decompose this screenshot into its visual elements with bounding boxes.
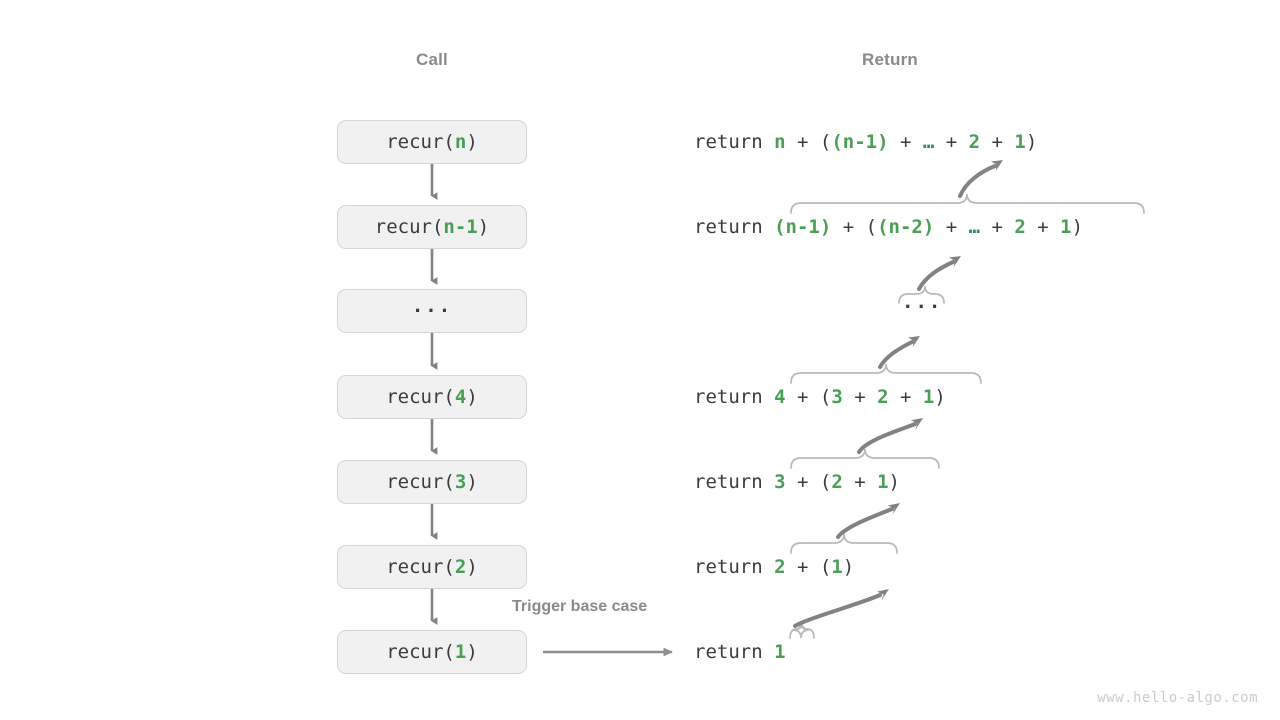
trigger-base-case-label: Trigger base case [512, 598, 648, 615]
return-token: (n-1) [831, 131, 889, 153]
call-prefix: recur( [386, 471, 455, 493]
call-box-recur-4: recur(4) [337, 375, 527, 419]
watermark: www.hello-algo.com [1097, 690, 1258, 706]
call-box-ellipsis: ··· [337, 289, 527, 333]
call-prefix: recur( [386, 556, 455, 578]
call-suffix: ) [477, 216, 490, 238]
call-suffix: ) [466, 471, 478, 493]
return-token: … [922, 131, 935, 153]
call-box-recur-n-1: recur(n-1) [337, 205, 527, 249]
call-suffix: ) [466, 556, 478, 578]
call-box-recur-3: recur(3) [337, 460, 527, 504]
return-token: 2 [774, 556, 786, 578]
return-token: … [968, 216, 981, 238]
return-token: 3 [831, 386, 843, 408]
return-token: + [831, 216, 866, 238]
return-token: 2 [831, 471, 843, 493]
call-argument: 2 [454, 556, 467, 578]
return-token: 3 [774, 471, 786, 493]
column-header-call: Call [416, 50, 448, 69]
return-token: + [980, 131, 1015, 153]
return-token: + [934, 131, 969, 153]
return-token: 1 [877, 471, 889, 493]
return-token: (n-1) [774, 216, 832, 238]
return-token: 2 [1014, 216, 1026, 238]
return-token: 1 [774, 641, 786, 663]
return-token: ) [842, 556, 855, 578]
call-argument: n-1 [443, 216, 478, 238]
return-token: + [980, 216, 1015, 238]
return-token: + [785, 471, 820, 493]
return-token: ( [865, 216, 878, 238]
return-token: ( [819, 556, 832, 578]
return-keyword: return [694, 131, 775, 153]
return-token: + [785, 556, 820, 578]
return-keyword: return [694, 471, 775, 493]
return-token: 1 [1014, 131, 1026, 153]
call-box-recur-2: recur(2) [337, 545, 527, 589]
call-prefix: recur( [386, 641, 455, 663]
call-box-ellipsis-text: ··· [411, 300, 453, 322]
return-token: ) [934, 386, 946, 408]
return-line-return-2: return 2 + (1) [694, 553, 854, 581]
return-line-return-3: return 3 + (2 + 1) [694, 468, 900, 496]
return-token: + [888, 131, 923, 153]
return-line-return-1: return 1 [694, 638, 786, 666]
return-token: + [842, 386, 878, 408]
call-suffix: ) [466, 386, 478, 408]
call-suffix: ) [466, 131, 478, 153]
return-token: + [1025, 216, 1061, 238]
return-token: ) [1025, 131, 1038, 153]
return-token: + [934, 216, 969, 238]
return-line-return-n: return n + ((n-1) + … + 2 + 1) [694, 128, 1037, 156]
return-token: ) [1071, 216, 1084, 238]
return-token: + [785, 386, 820, 408]
return-token: 2 [877, 386, 889, 408]
return-token: 1 [831, 556, 843, 578]
call-argument: 3 [454, 471, 467, 493]
return-token: + [888, 386, 923, 408]
return-token: ( [819, 386, 832, 408]
return-token: 4 [774, 386, 786, 408]
return-keyword: return [694, 216, 775, 238]
call-argument: 1 [454, 641, 467, 663]
call-prefix: recur( [386, 131, 455, 153]
return-token: 1 [922, 386, 935, 408]
call-argument: n [454, 131, 467, 153]
return-keyword: return [694, 386, 775, 408]
call-prefix: recur( [374, 216, 444, 238]
return-line-return-4: return 4 + (3 + 2 + 1) [694, 383, 946, 411]
call-box-recur-1: recur(1) [337, 630, 527, 674]
return-token: 1 [1060, 216, 1072, 238]
call-suffix: ) [466, 641, 478, 663]
return-keyword: return [694, 556, 775, 578]
return-token: 2 [968, 131, 981, 153]
column-header-return: Return [862, 50, 918, 69]
return-token: ( [819, 131, 832, 153]
call-prefix: recur( [386, 386, 455, 408]
return-ellipsis-row: ··· [902, 296, 943, 318]
return-token: + [785, 131, 820, 153]
return-token: ( [819, 471, 832, 493]
return-token: + [842, 471, 878, 493]
call-box-recur-n: recur(n) [337, 120, 527, 164]
call-argument: 4 [454, 386, 467, 408]
return-line-return-n-1: return (n-1) + ((n-2) + … + 2 + 1) [694, 213, 1083, 241]
return-token: ) [888, 471, 900, 493]
return-token: (n-2) [877, 216, 935, 238]
return-token: n [774, 131, 786, 153]
return-keyword: return [694, 641, 775, 663]
